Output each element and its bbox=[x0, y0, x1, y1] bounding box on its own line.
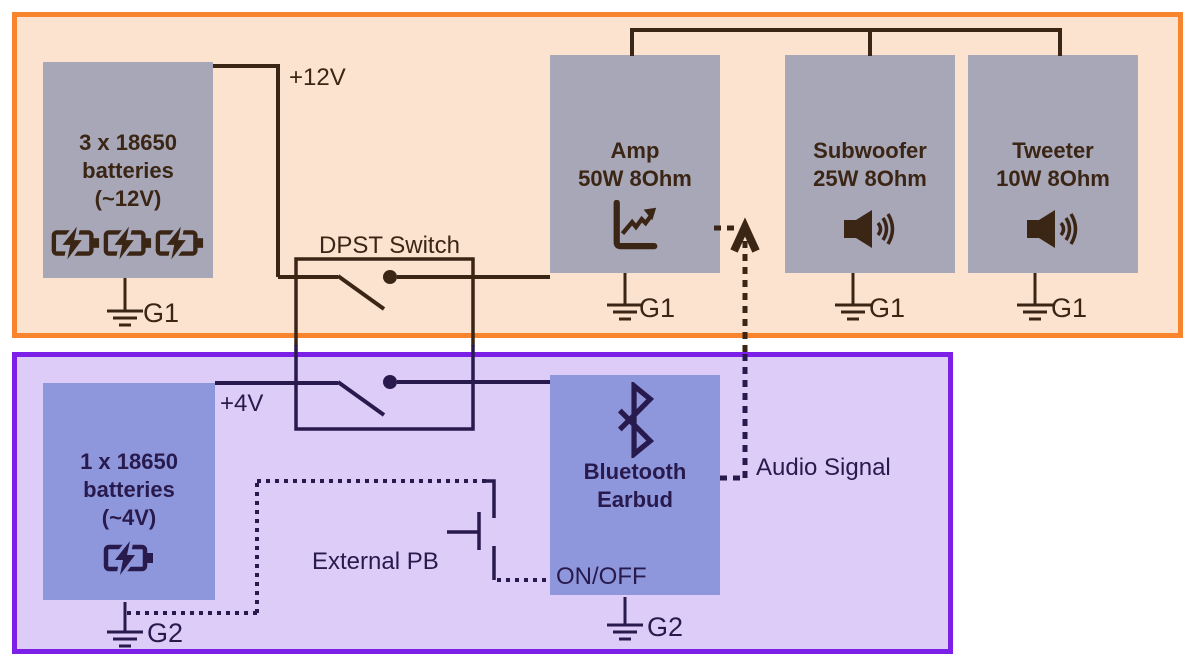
battery-charging-icon bbox=[51, 225, 100, 261]
audio-signal-label: Audio Signal bbox=[756, 454, 891, 481]
ground-g2-label: G2 bbox=[147, 618, 184, 648]
battery-icon-row bbox=[51, 225, 205, 261]
battery-charging-icon bbox=[103, 225, 152, 261]
onoff-label: ON/OFF bbox=[556, 563, 647, 590]
plus4v-label: +4V bbox=[220, 390, 264, 417]
ground-g1-label: G1 bbox=[143, 298, 180, 328]
speaker-icon bbox=[844, 210, 895, 248]
battery-charging-icon bbox=[155, 225, 204, 261]
line-chart-icon bbox=[613, 200, 658, 250]
external-pb-label: External PB bbox=[312, 548, 439, 575]
ground-g2-label: G2 bbox=[647, 612, 684, 642]
speaker-icon bbox=[1027, 210, 1078, 248]
bluetooth-icon bbox=[617, 382, 655, 458]
dpst-switch-label: DPST Switch bbox=[319, 232, 460, 259]
ground-g1-label: G1 bbox=[639, 293, 676, 323]
ground-g1-label: G1 bbox=[869, 293, 906, 323]
battery-charging-icon bbox=[103, 540, 153, 576]
ground-g1-label: G1 bbox=[1051, 293, 1088, 323]
plus12v-label: +12V bbox=[289, 64, 346, 91]
